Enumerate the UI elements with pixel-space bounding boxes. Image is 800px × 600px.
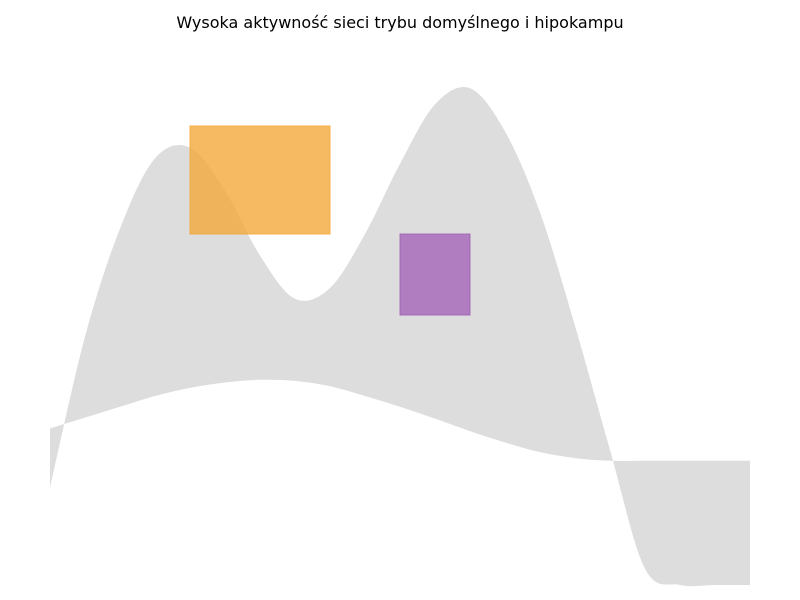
rectangle-mark-1 [189, 125, 331, 235]
area-band [50, 86, 750, 587]
rectangle-mark-2 [399, 233, 471, 316]
chart-title: Wysoka aktywność sieci trybu domyślnego … [176, 13, 624, 32]
